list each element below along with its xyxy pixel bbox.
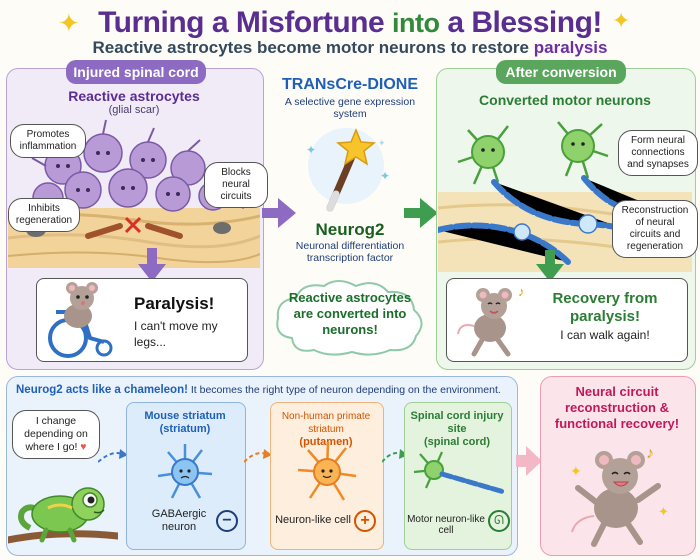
down-arrow-icon (536, 250, 564, 282)
chameleon-heading: Neurog2 acts like a chameleon! It become… (16, 384, 501, 396)
chameleon-speech-bubble: I change depending on where I go! ♥ (12, 410, 100, 459)
neuron-like-cell-label: Neuron-like cell (275, 514, 351, 526)
injured-spinal-cord-tab: Injured spinal cord (66, 60, 206, 84)
sparkle-icon: ✦ (612, 8, 631, 33)
reconstruction-bubble: Reconstruction of neural circuits and re… (612, 200, 698, 258)
right-arrow-icon (516, 446, 542, 476)
mouse-striatum-title: Mouse striatum (striatum) (144, 410, 226, 435)
inhibits-regeneration-bubble: Inhibits regeneration (8, 198, 80, 232)
svg-text:♪: ♪ (646, 445, 654, 462)
gabaergic-neuron-label: GABAergic neuron (151, 508, 207, 533)
transcre-dione-subtitle: A selective gene expression system (284, 96, 416, 120)
neuron-like-cell-icon (297, 441, 357, 501)
dashed-arrow-icon (382, 449, 408, 463)
neurog2-label: Neurog2 (315, 220, 385, 239)
reactive-astrocytes-heading: Reactive astrocytes (glial scar) (68, 88, 200, 116)
sparkle-icon: ✦ (58, 8, 80, 38)
page-title: Turning a Misfortune into a Blessing! (98, 6, 602, 39)
right-arrow-icon (404, 198, 438, 228)
conversion-cloud-text: Reactive astrocytes are converted into n… (288, 290, 412, 337)
dashed-arrow-icon (98, 449, 128, 463)
gabaergic-neuron-icon (157, 444, 213, 499)
svg-text:✦: ✦ (306, 143, 316, 157)
dashed-arrow-icon (244, 449, 272, 463)
svg-text:♪: ♪ (518, 284, 525, 299)
wheelchair-mouse-icon (48, 282, 113, 358)
svg-text:✦: ✦ (380, 169, 390, 183)
chameleon-icon (8, 487, 118, 544)
happy-mouse-icon: ♪ ✦ ✦ (570, 445, 669, 547)
paralysis-title: Paralysis! (134, 294, 215, 313)
recovery-title: Recovery from paralysis! (552, 290, 658, 325)
plus-icon: + (354, 510, 376, 532)
primate-striatum-title: Non-human primate striatum (putamen) (281, 411, 371, 448)
motor-neuron-icon (413, 451, 507, 495)
motor-neuron-label: Motor neuron-like cell (407, 514, 485, 536)
blocks-neural-circuits-bubble: Blocks neural circuits (204, 162, 268, 208)
right-arrow-icon (262, 198, 296, 228)
page-subtitle: Reactive astrocytes become motor neurons… (92, 38, 608, 57)
cloud-shape (276, 280, 423, 356)
neurog2-description: Neuronal differentiation transcription f… (295, 240, 405, 264)
heart-icon: ♥ (77, 441, 87, 453)
after-conversion-tab: After conversion (496, 60, 626, 84)
promotes-inflammation-bubble: Promotes inflammation (10, 124, 86, 158)
paralysis-text: I can't move my legs... (134, 319, 218, 349)
converted-motor-neurons-heading: Converted motor neurons (479, 92, 651, 108)
svg-text:✦: ✦ (570, 463, 582, 479)
svg-text:✦: ✦ (378, 138, 386, 148)
muscle-icon: ᘏ (488, 510, 510, 532)
spinal-cord-title: Spinal cord injury site (spinal cord) (410, 410, 504, 448)
svg-text:✦: ✦ (658, 504, 669, 519)
form-connections-bubble: Form neural connections and synapses (618, 130, 698, 176)
magic-wand-icon: ✦ ✦ ✦ (306, 128, 390, 212)
transcre-dione-title: TRANsCre-DIONE (281, 76, 418, 93)
down-arrow-icon (138, 248, 166, 282)
minus-icon: − (216, 510, 238, 532)
functional-recovery-text: Neural circuit reconstruction & function… (554, 384, 680, 431)
recovery-text: I can walk again! (560, 328, 650, 342)
walking-mouse-icon: ♪ (457, 284, 525, 357)
